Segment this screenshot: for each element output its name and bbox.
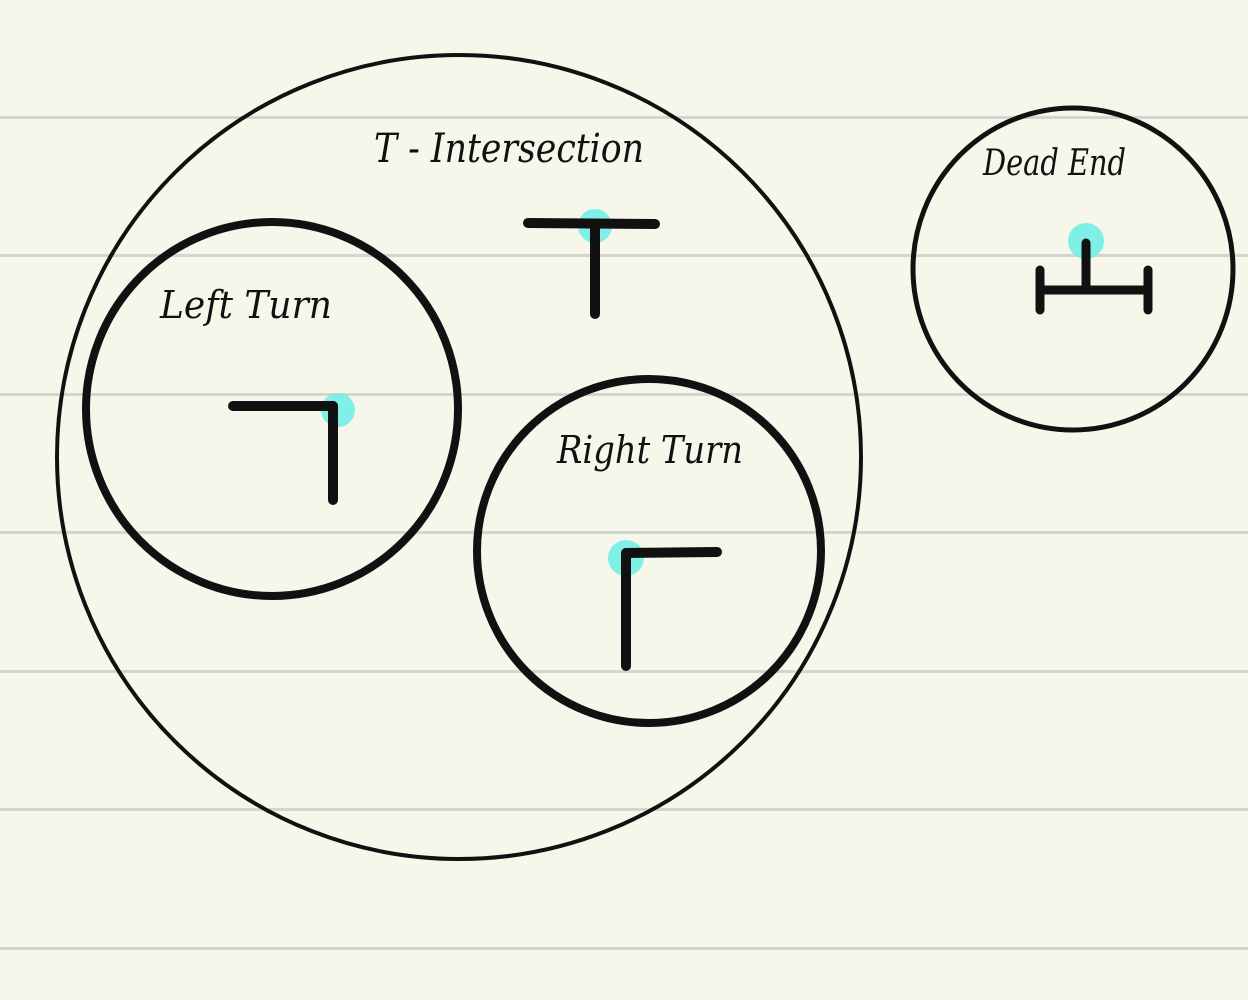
left-turn-icon [228,393,355,505]
left-turn-label: Left Turn [159,283,332,327]
t-intersection-set: T - Intersection [55,53,863,861]
right-turn-label: Right Turn [556,428,743,472]
t-intersection-circle [55,53,863,861]
right-turn-circle [473,375,825,727]
rule-line [0,531,1248,534]
left-turn-set: Left Turn [82,218,462,600]
rule-line [0,808,1248,811]
rule-line [0,670,1248,673]
dead-end-icon [1035,223,1153,315]
dead-end-label: Dead End [982,143,1126,184]
t-junction-icon [523,209,660,319]
dead-end-circle [910,105,1236,433]
dead-end-set: Dead End [910,105,1236,433]
rule-line [0,393,1248,396]
right-turn-set: Right Turn [473,375,825,727]
rule-line [0,947,1248,950]
rule-line [0,116,1248,119]
t-intersection-label: T - Intersection [374,126,644,172]
rule-line [0,254,1248,257]
right-turn-icon [608,540,722,671]
left-turn-circle [82,218,462,600]
